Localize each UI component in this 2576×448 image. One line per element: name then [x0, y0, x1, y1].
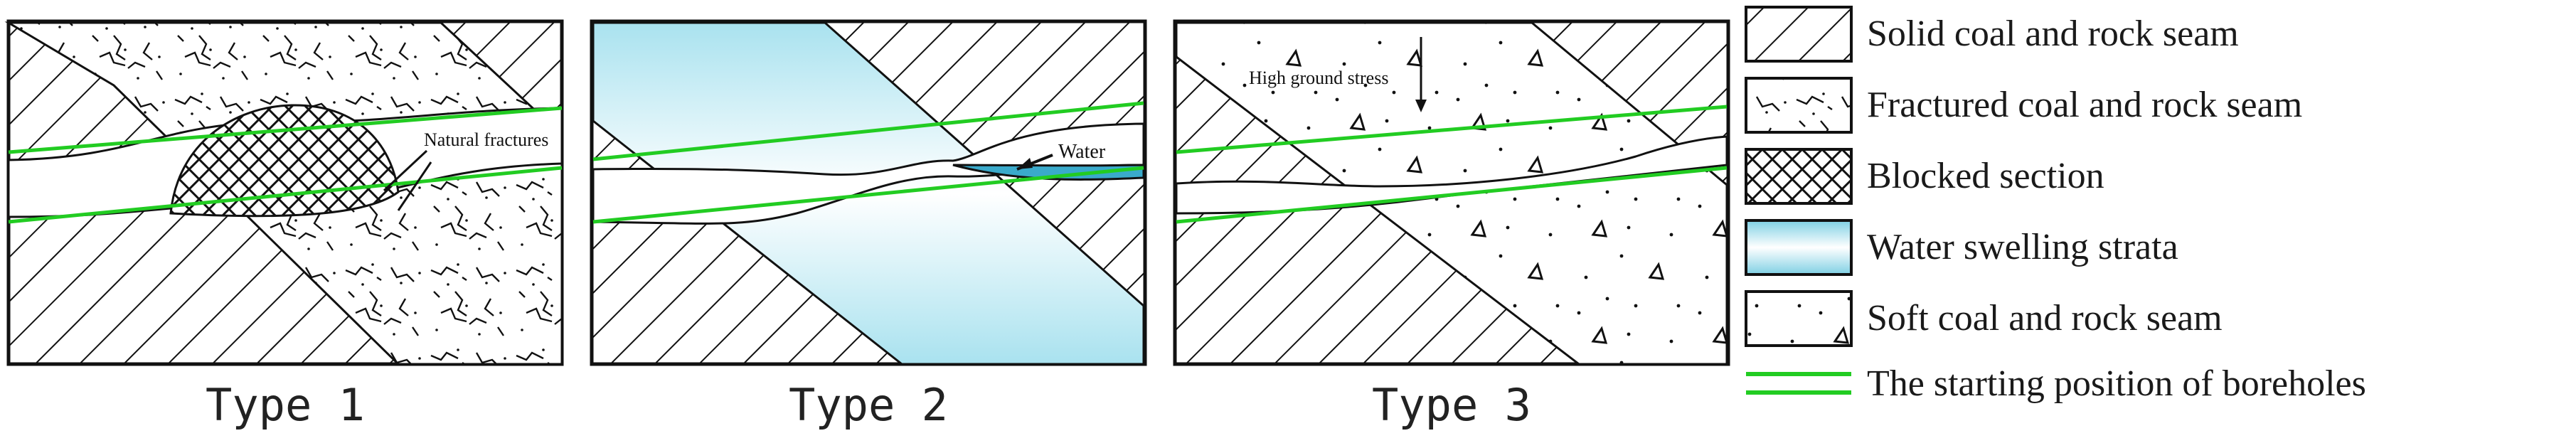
legend-label-fractured: Fractured coal and rock seam — [1867, 85, 2303, 125]
legend-label-borehole: The starting position of boreholes — [1867, 363, 2366, 404]
legend-swatch-water — [1745, 219, 1853, 276]
legend-swatch-fractured — [1745, 77, 1853, 134]
legend-swatch-soft — [1745, 290, 1853, 347]
legend-label-water: Water swelling strata — [1867, 227, 2178, 267]
legend-swatch-borehole — [1746, 372, 1851, 395]
annotation-high-ground-stress: High ground stress — [1249, 68, 1388, 88]
panel-type-3 — [1173, 19, 1730, 366]
panel-type-1 — [4, 19, 564, 366]
legend-swatch-blocked — [1745, 148, 1853, 205]
annotation-natural-fractures: Natural fractures — [424, 129, 548, 150]
legend — [1745, 6, 1853, 395]
legend-swatch-solid — [1745, 6, 1853, 63]
panel-label-type-2: Type 2 — [789, 379, 948, 431]
panel-label-type-3: Type 3 — [1372, 379, 1531, 431]
annotation-water: Water — [1058, 141, 1106, 163]
legend-label-solid: Solid coal and rock seam — [1867, 14, 2239, 54]
legend-label-soft: Soft coal and rock seam — [1867, 298, 2223, 338]
panel-type-2 — [590, 19, 1147, 366]
legend-label-blocked: Blocked section — [1867, 156, 2104, 196]
panel-label-type-1: Type 1 — [206, 379, 365, 431]
